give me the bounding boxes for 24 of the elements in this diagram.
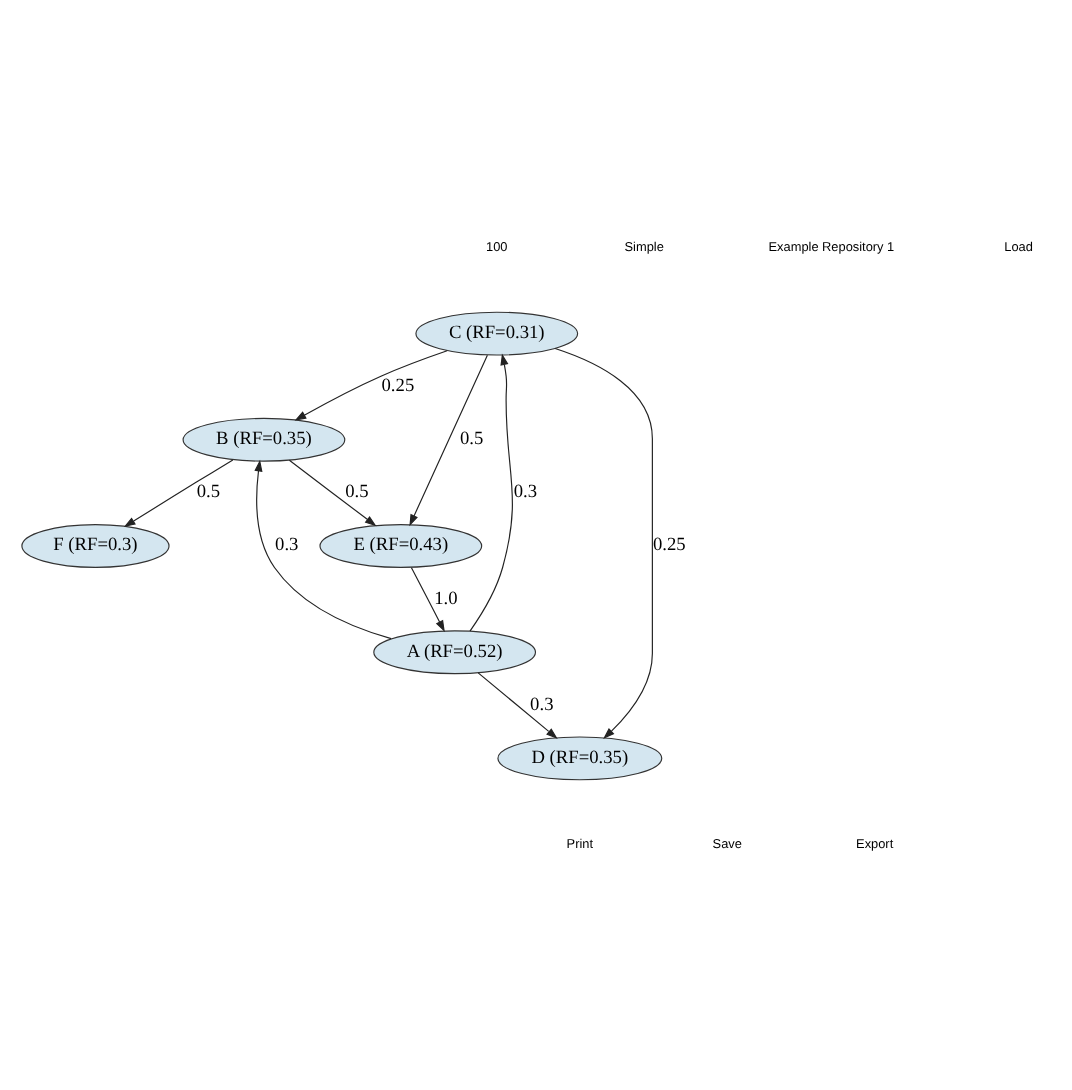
edge-label: 1.0	[434, 588, 458, 609]
node-ellipse: D (RF=0.35)	[497, 735, 663, 780]
edge-label: 0.3	[530, 694, 554, 715]
node-ellipse: C (RF=0.31)	[415, 310, 579, 355]
arrow	[410, 566, 445, 632]
edge-label: 0.25	[652, 535, 686, 556]
edge-label: 0.25	[381, 376, 415, 397]
edge-label: 0.5	[345, 482, 369, 503]
edge-label: 0.5	[196, 482, 221, 503]
arrow	[469, 352, 513, 631]
edge-label: 0.3	[275, 535, 299, 556]
arrow	[409, 353, 488, 526]
arrow	[254, 458, 392, 639]
node-ellipse: F (RF=0.3)	[21, 523, 170, 567]
arrow	[554, 346, 653, 738]
arrow	[477, 671, 558, 738]
arrow	[288, 458, 377, 526]
arrow	[294, 349, 448, 420]
edge-label: 0.5	[459, 429, 484, 450]
node-ellipse: B (RF=0.35)	[182, 416, 346, 461]
edge-label: 0.3	[513, 482, 538, 503]
node-ellipse: E (RF=0.43)	[319, 523, 483, 567]
arrow	[123, 458, 234, 527]
node-ellipse: A (RF=0.52)	[373, 629, 537, 674]
